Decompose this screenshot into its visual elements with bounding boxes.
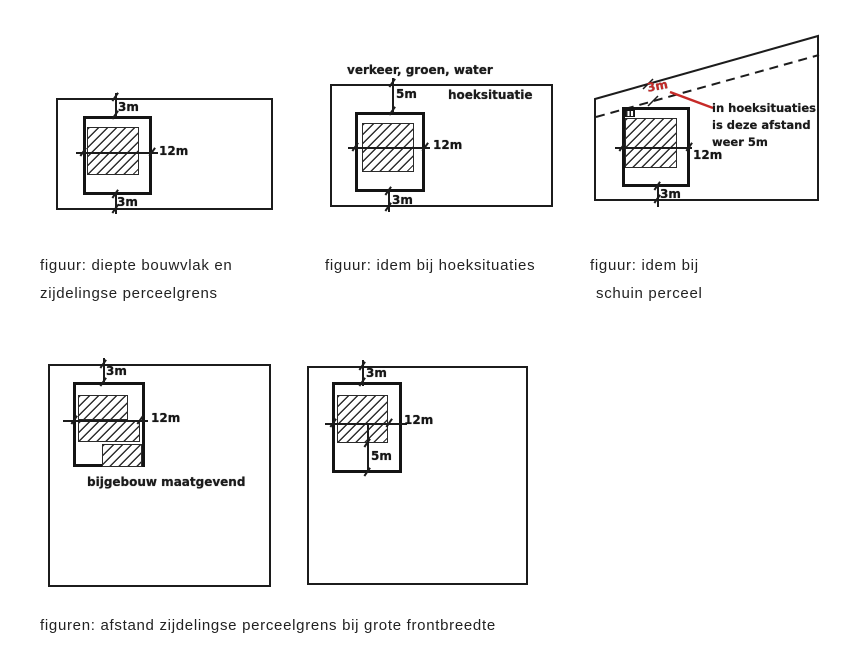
dim-line-depth: [615, 147, 692, 149]
building-hatch-upper: [78, 395, 128, 420]
dim-label-bottom: 3m: [392, 193, 413, 207]
building-hatch-middle: [78, 421, 140, 442]
dim-label-depth: 12m: [404, 413, 434, 427]
figure-hoeksituaties: verkeer, groen, water hoeksituatie 5m 12…: [330, 60, 556, 215]
dim-label-inner: 5m: [371, 449, 392, 463]
dim-label-top: 5m: [396, 87, 417, 101]
caption-fig1-line2: zijdelingse perceelgrens: [40, 285, 218, 302]
corner-situation-label: hoeksituatie: [448, 88, 533, 102]
dim-line-depth: [325, 423, 407, 425]
corner-note-line1: in hoeksituaties: [712, 101, 816, 115]
street-side-label: verkeer, groen, water: [347, 63, 493, 77]
caption-fig1-line1: figuur: diepte bouwvlak en: [40, 257, 233, 274]
outbuilding-label: bijgebouw maatgevend: [87, 475, 246, 489]
dim-line-bottom: [115, 192, 117, 214]
dim-line-top: [392, 78, 394, 113]
dim-line-top: [103, 358, 105, 384]
dim-label-top: 3m: [366, 366, 387, 380]
dim-line-top: [362, 360, 364, 386]
caption-fig3-line2: schuin perceel: [596, 285, 703, 302]
dim-label-top: 3m: [118, 100, 139, 114]
figure-bijgebouw-maatgevend: 3m 12m bijgebouw maatgevend: [48, 355, 274, 590]
outbuilding-hatch: [102, 444, 142, 467]
dim-line-depth: [63, 420, 148, 422]
figure-depth-bouwvlak: 3m 12m 3m: [56, 90, 276, 218]
dim-label-top: 3m: [106, 364, 127, 378]
dim-label-depth: 12m: [433, 138, 463, 152]
dim-label-bottom: 3m: [117, 195, 138, 209]
dim-line-bottom: [388, 190, 390, 212]
dim-label-bottom: 3m: [660, 187, 681, 201]
building-hatch: [337, 395, 388, 443]
building-hatch: [625, 118, 677, 168]
corner-mark: [625, 110, 635, 117]
caption-fig3-line1: figuur: idem bij: [590, 257, 699, 274]
figure-frontbreedte: 3m 12m 5m: [307, 358, 531, 588]
dim-line-top: [115, 93, 117, 117]
dim-label-depth: 12m: [159, 144, 189, 158]
figure-schuin-perceel: 3m in hoeksituaties is deze afstand weer…: [588, 30, 856, 215]
dim-line-depth: [76, 152, 158, 154]
dim-label-depth: 12m: [151, 411, 181, 425]
corner-note: in hoeksituaties is deze afstand weer 5m: [712, 100, 816, 151]
corner-note-line3: weer 5m: [712, 135, 768, 149]
dim-line-depth: [348, 147, 430, 149]
building-hatch: [87, 127, 139, 175]
dim-line-inner: [367, 423, 369, 473]
caption-bottom-figures: figuren: afstand zijdelingse perceelgren…: [40, 617, 496, 634]
caption-fig2: figuur: idem bij hoeksituaties: [325, 257, 536, 274]
dim-label-depth: 12m: [693, 148, 723, 162]
corner-note-line2: is deze afstand: [712, 118, 811, 132]
